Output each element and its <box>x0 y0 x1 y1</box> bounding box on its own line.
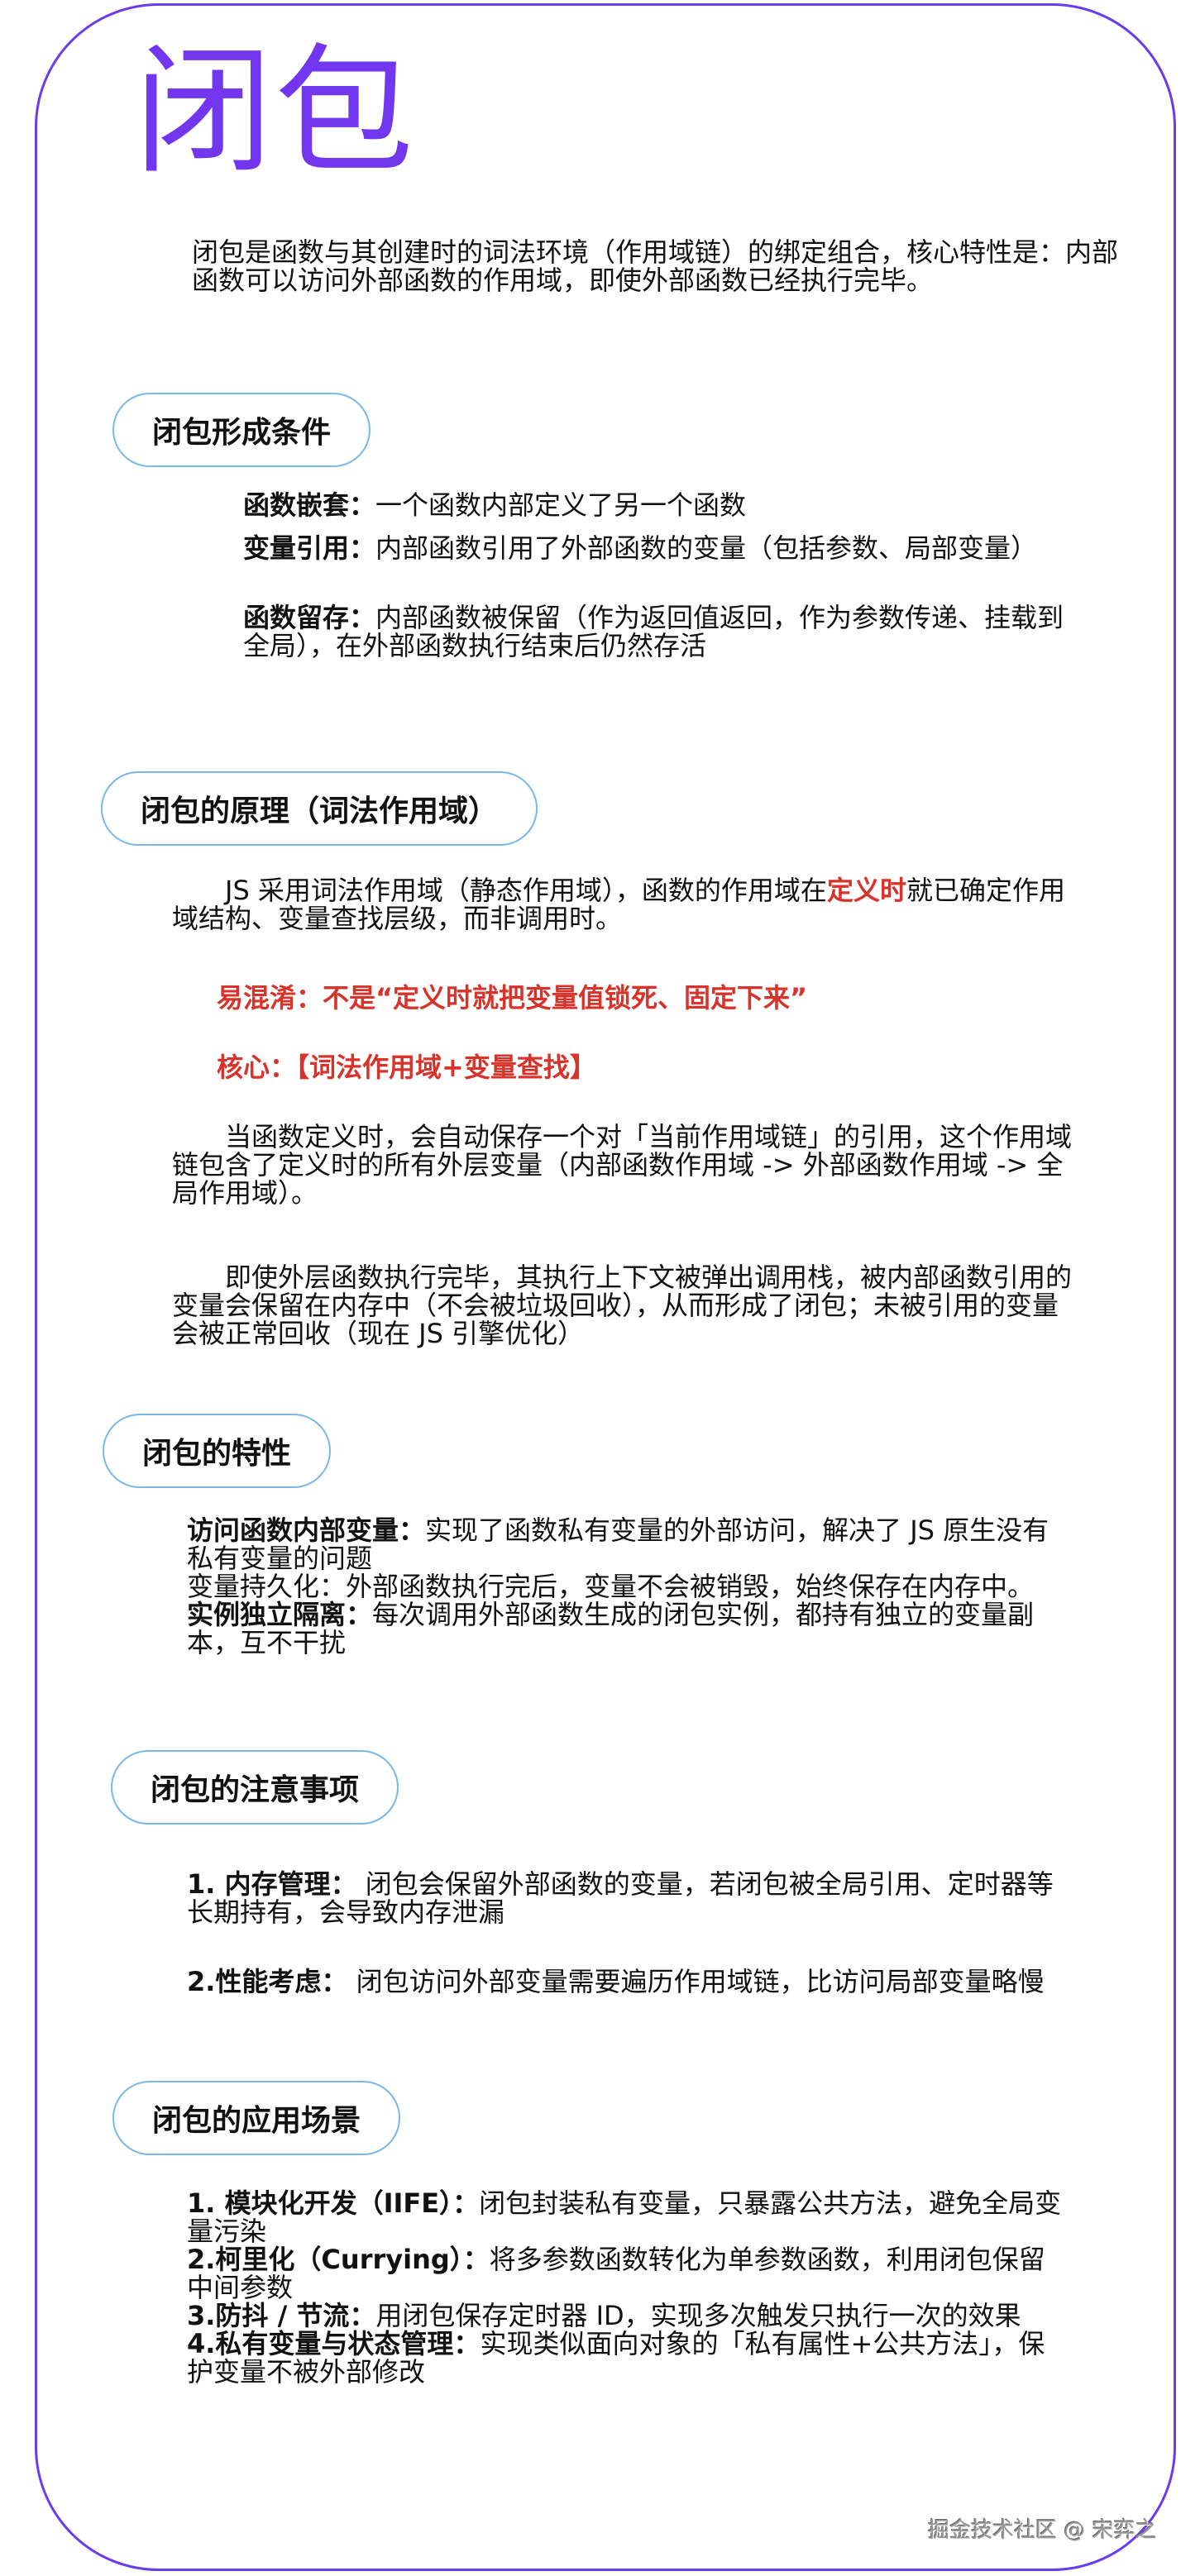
principle-paragraph-3: 即使外层函数执行完毕，其执行上下文被弹出调用栈，被内部函数引用的变量会保留在内存… <box>172 1262 1073 1349</box>
confusion-note: 易混淆：不是“定义时就把变量值锁死、固定下来” <box>217 982 808 1014</box>
section-heading-features: 闭包的特性 <box>103 1414 332 1488</box>
highlight-definition-time: 定义时 <box>826 875 906 906</box>
section-heading-principle: 闭包的原理（词法作用域） <box>101 771 538 846</box>
condition-item: 函数留存：内部函数被保留（作为返回值返回，作为参数传递、挂载到全局），在外部函数… <box>243 603 1070 660</box>
feature-item: 访问函数内部变量：实现了函数私有变量的外部访问，解决了 JS 原生没有私有变量的… <box>187 1516 1064 1572</box>
feature-label: 访问函数内部变量： <box>187 1515 426 1546</box>
use-case-text: 用闭包保存定时器 ID，实现多次触发只执行一次的效果 <box>375 2300 1021 2331</box>
feature-text: 每次调用外部函数生成的闭包实例，都持有独立的变量副本，互不干扰 <box>187 1599 1035 1658</box>
section-heading-use-cases: 闭包的应用场景 <box>112 2081 401 2155</box>
condition-item: 函数嵌套：一个函数内部定义了另一个函数 <box>243 491 1070 519</box>
use-case-item: 1. 模块化开发（IIFE）：闭包封装私有变量，只暴露公共方法，避免全局变量污染 <box>187 2189 1064 2245</box>
condition-label: 变量引用： <box>243 532 376 564</box>
use-case-text: 闭包封装私有变量，只暴露公共方法，避免全局变量污染 <box>187 2187 1062 2247</box>
use-cases-list: 1. 模块化开发（IIFE）：闭包封装私有变量，只暴露公共方法，避免全局变量污染… <box>187 2189 1064 2386</box>
use-case-text: 实现类似面向对象的「私有属性+公共方法」，保护变量不被外部修改 <box>187 2328 1045 2388</box>
watermark: 掘金技术社区 @ 宋弈之 <box>928 2518 1157 2543</box>
condition-item: 变量引用：内部函数引用了外部函数的变量（包括参数、局部变量） <box>243 534 1070 562</box>
feature-text: 外部函数执行完后，变量不会被销毁，始终保存在内存中。 <box>346 1571 1035 1602</box>
use-case-label: 2.柯里化（Currying）： <box>187 2244 490 2275</box>
section-heading-notes: 闭包的注意事项 <box>111 1750 399 1825</box>
condition-text: 内部函数被保留（作为返回值返回，作为参数传递、挂载到全局），在外部函数执行结束后… <box>243 602 1064 661</box>
note-text: 闭包会保留外部函数的变量，若闭包被全局引用、定时器等长期持有，会导致内存泄漏 <box>187 1868 1054 1928</box>
notes-list: 1. 内存管理： 闭包会保留外部函数的变量，若闭包被全局引用、定时器等长期持有，… <box>187 1870 1064 1996</box>
use-case-item: 2.柯里化（Currying）：将多参数函数转化为单参数函数，利用闭包保留中间参… <box>187 2245 1064 2302</box>
use-case-label: 1. 模块化开发（IIFE）： <box>187 2187 480 2219</box>
use-case-text: 将多参数函数转化为单参数函数，利用闭包保留中间参数 <box>187 2244 1045 2303</box>
core-note: 核心：【词法作用域+变量查找】 <box>217 1052 596 1083</box>
use-case-item: 4.私有变量与状态管理：实现类似面向对象的「私有属性+公共方法」，保护变量不被外… <box>187 2330 1064 2386</box>
use-case-item: 3.防抖 / 节流：用闭包保存定时器 ID，实现多次触发只执行一次的效果 <box>187 2302 1064 2330</box>
note-item: 1. 内存管理： 闭包会保留外部函数的变量，若闭包被全局引用、定时器等长期持有，… <box>187 1870 1064 1926</box>
feature-item: 实例独立隔离：每次调用外部函数生成的闭包实例，都持有独立的变量副本，互不干扰 <box>187 1600 1064 1657</box>
feature-text: 实现了函数私有变量的外部访问，解决了 JS 原生没有私有变量的问题 <box>187 1515 1050 1574</box>
condition-label: 函数嵌套： <box>243 489 376 521</box>
feature-label: 变量持久化： <box>187 1571 347 1602</box>
condition-label: 函数留存： <box>243 602 376 633</box>
principle-text: JS 采用词法作用域（静态作用域），函数的作用域在 <box>225 875 827 906</box>
section-heading-conditions: 闭包形成条件 <box>112 393 371 467</box>
condition-text: 一个函数内部定义了另一个函数 <box>375 489 747 521</box>
note-text: 闭包访问外部变量需要遍历作用域链，比访问局部变量略慢 <box>347 1966 1045 1997</box>
features-list: 访问函数内部变量：实现了函数私有变量的外部访问，解决了 JS 原生没有私有变量的… <box>187 1516 1064 1657</box>
principle-paragraph-1: JS 采用词法作用域（静态作用域），函数的作用域在定义时就已确定作用域结构、变量… <box>172 876 1073 933</box>
use-case-label: 4.私有变量与状态管理： <box>187 2328 481 2359</box>
page-title: 闭包 <box>134 31 415 193</box>
note-item: 2.性能考虑： 闭包访问外部变量需要遍历作用域链，比访问局部变量略慢 <box>187 1968 1064 1996</box>
use-case-label: 3.防抖 / 节流： <box>187 2300 376 2331</box>
page-frame <box>35 3 1176 2571</box>
principle-text: 就已确定作用域结构、变量查找层级，而非调用时。 <box>172 875 1065 934</box>
note-label: 1. 内存管理： <box>187 1868 357 1900</box>
condition-text: 内部函数引用了外部函数的变量（包括参数、局部变量） <box>375 532 1038 564</box>
principle-paragraph-2: 当函数定义时，会自动保存一个对「当前作用域链」的引用，这个作用域链包含了定义时的… <box>172 1121 1073 1209</box>
intro-paragraph: 闭包是函数与其创建时的词法环境（作用域链）的绑定组合，核心特性是：内部函数可以访… <box>192 236 1119 296</box>
note-label: 2.性能考虑： <box>187 1966 348 1997</box>
feature-item: 变量持久化：外部函数执行完后，变量不会被销毁，始终保存在内存中。 <box>187 1572 1064 1600</box>
conditions-list: 函数嵌套：一个函数内部定义了另一个函数 变量引用：内部函数引用了外部函数的变量（… <box>243 491 1070 660</box>
feature-label: 实例独立隔离： <box>187 1599 373 1630</box>
